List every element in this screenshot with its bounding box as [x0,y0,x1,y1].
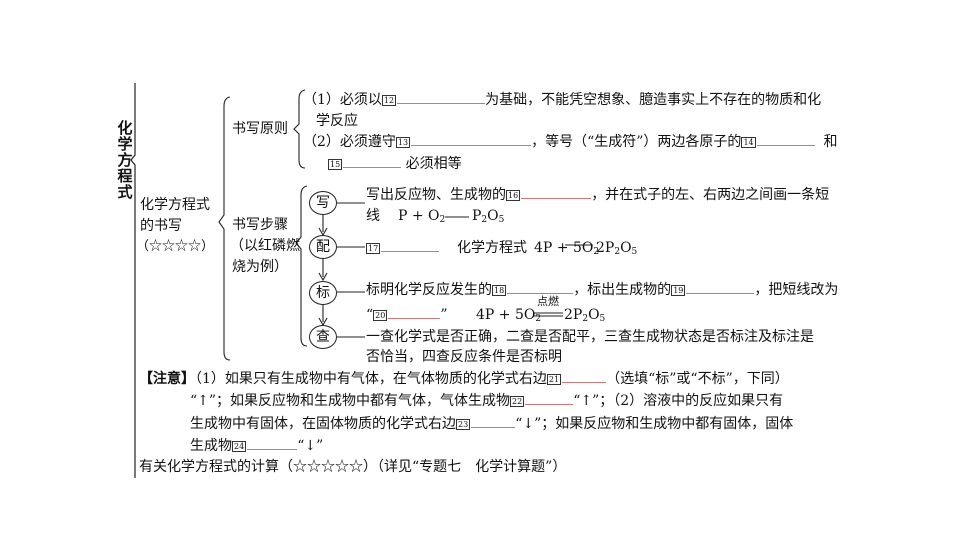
blank-number-24: 24 [232,440,247,452]
answer-blank-22[interactable] [525,392,574,405]
steps-label-line2: （以红磷燃 [230,238,300,254]
answer-blank-16[interactable] [521,186,592,199]
answer-blank-14[interactable] [756,133,815,146]
step-check-circle: 查 [309,325,337,349]
equation-final: 4P + 5O2 [476,307,542,324]
blank-number-18: 18 [492,284,507,296]
step-write-circle: 写 [309,191,337,215]
step-balance-line: 17 化学方程式 [366,239,527,256]
blank-number-14: 14 [741,136,756,148]
blank-number-17: 17 [366,242,381,254]
equation-final-product: 2P2O5 [564,307,606,324]
blank-number-19: 19 [671,284,686,296]
answer-blank-24[interactable] [247,437,298,450]
answer-blank-23[interactable] [471,415,516,428]
answer-blank-19[interactable] [686,281,755,294]
answer-blank-17[interactable] [381,239,440,252]
step-check-line2: 否恰当，四查反应条件是否标明 [366,349,562,365]
step-balance-circle: 配 [309,235,337,259]
writing-label-line3: （☆☆☆☆） [136,239,215,254]
principles-label: 书写原则 [232,121,288,137]
answer-blank-20[interactable] [388,306,441,319]
blank-number-15: 15 [328,158,343,170]
answer-blank-12[interactable] [397,91,486,104]
answer-blank-21[interactable] [562,370,607,383]
steps-label-line1: 书写步骤 [232,217,288,233]
equation-balanced: 4P + 5O2 [534,240,600,257]
step-write-line2: 线 [366,208,380,224]
principle-1-line2: 学反应 [316,113,358,129]
blank-number-22: 22 [510,395,525,407]
writing-label-line1: 化学方程式 [140,197,210,213]
steps-label-line3: 烧为例） [232,259,288,275]
step-check-line1: 一查化学式是否正确，二查是否配平，三查生成物状态是否标注及标注是 [366,329,814,345]
note-label: 【注意】 [139,371,195,387]
writing-label-line2: 的书写 [140,218,182,234]
principle-2-line2: 15 必须相等 [328,155,462,172]
step-mark-line2: “20” [366,306,448,323]
answer-blank-13[interactable] [411,133,532,146]
blank-number-16: 16 [506,189,521,201]
blank-number-12: 12 [381,94,397,106]
equation-unbalanced-product: P2O5 [472,208,505,225]
calculation-line: 有关化学方程式的计算（☆☆☆☆☆）（详见“专题七 化学计算题”） [139,459,567,475]
answer-blank-15[interactable] [343,155,402,168]
answer-blank-18[interactable] [507,281,574,294]
blank-number-13: 13 [395,136,411,148]
blank-number-21: 21 [546,373,562,385]
equation-balanced-product: 2P2O5 [596,240,638,257]
reaction-condition: 点燃 [537,295,559,308]
blank-number-20: 20 [373,309,388,321]
root-title: 化学方程式 [117,119,133,201]
equation-unbalanced: P + O2 [398,208,446,225]
step-mark-circle: 标 [309,281,337,305]
blank-number-23: 23 [456,418,471,430]
